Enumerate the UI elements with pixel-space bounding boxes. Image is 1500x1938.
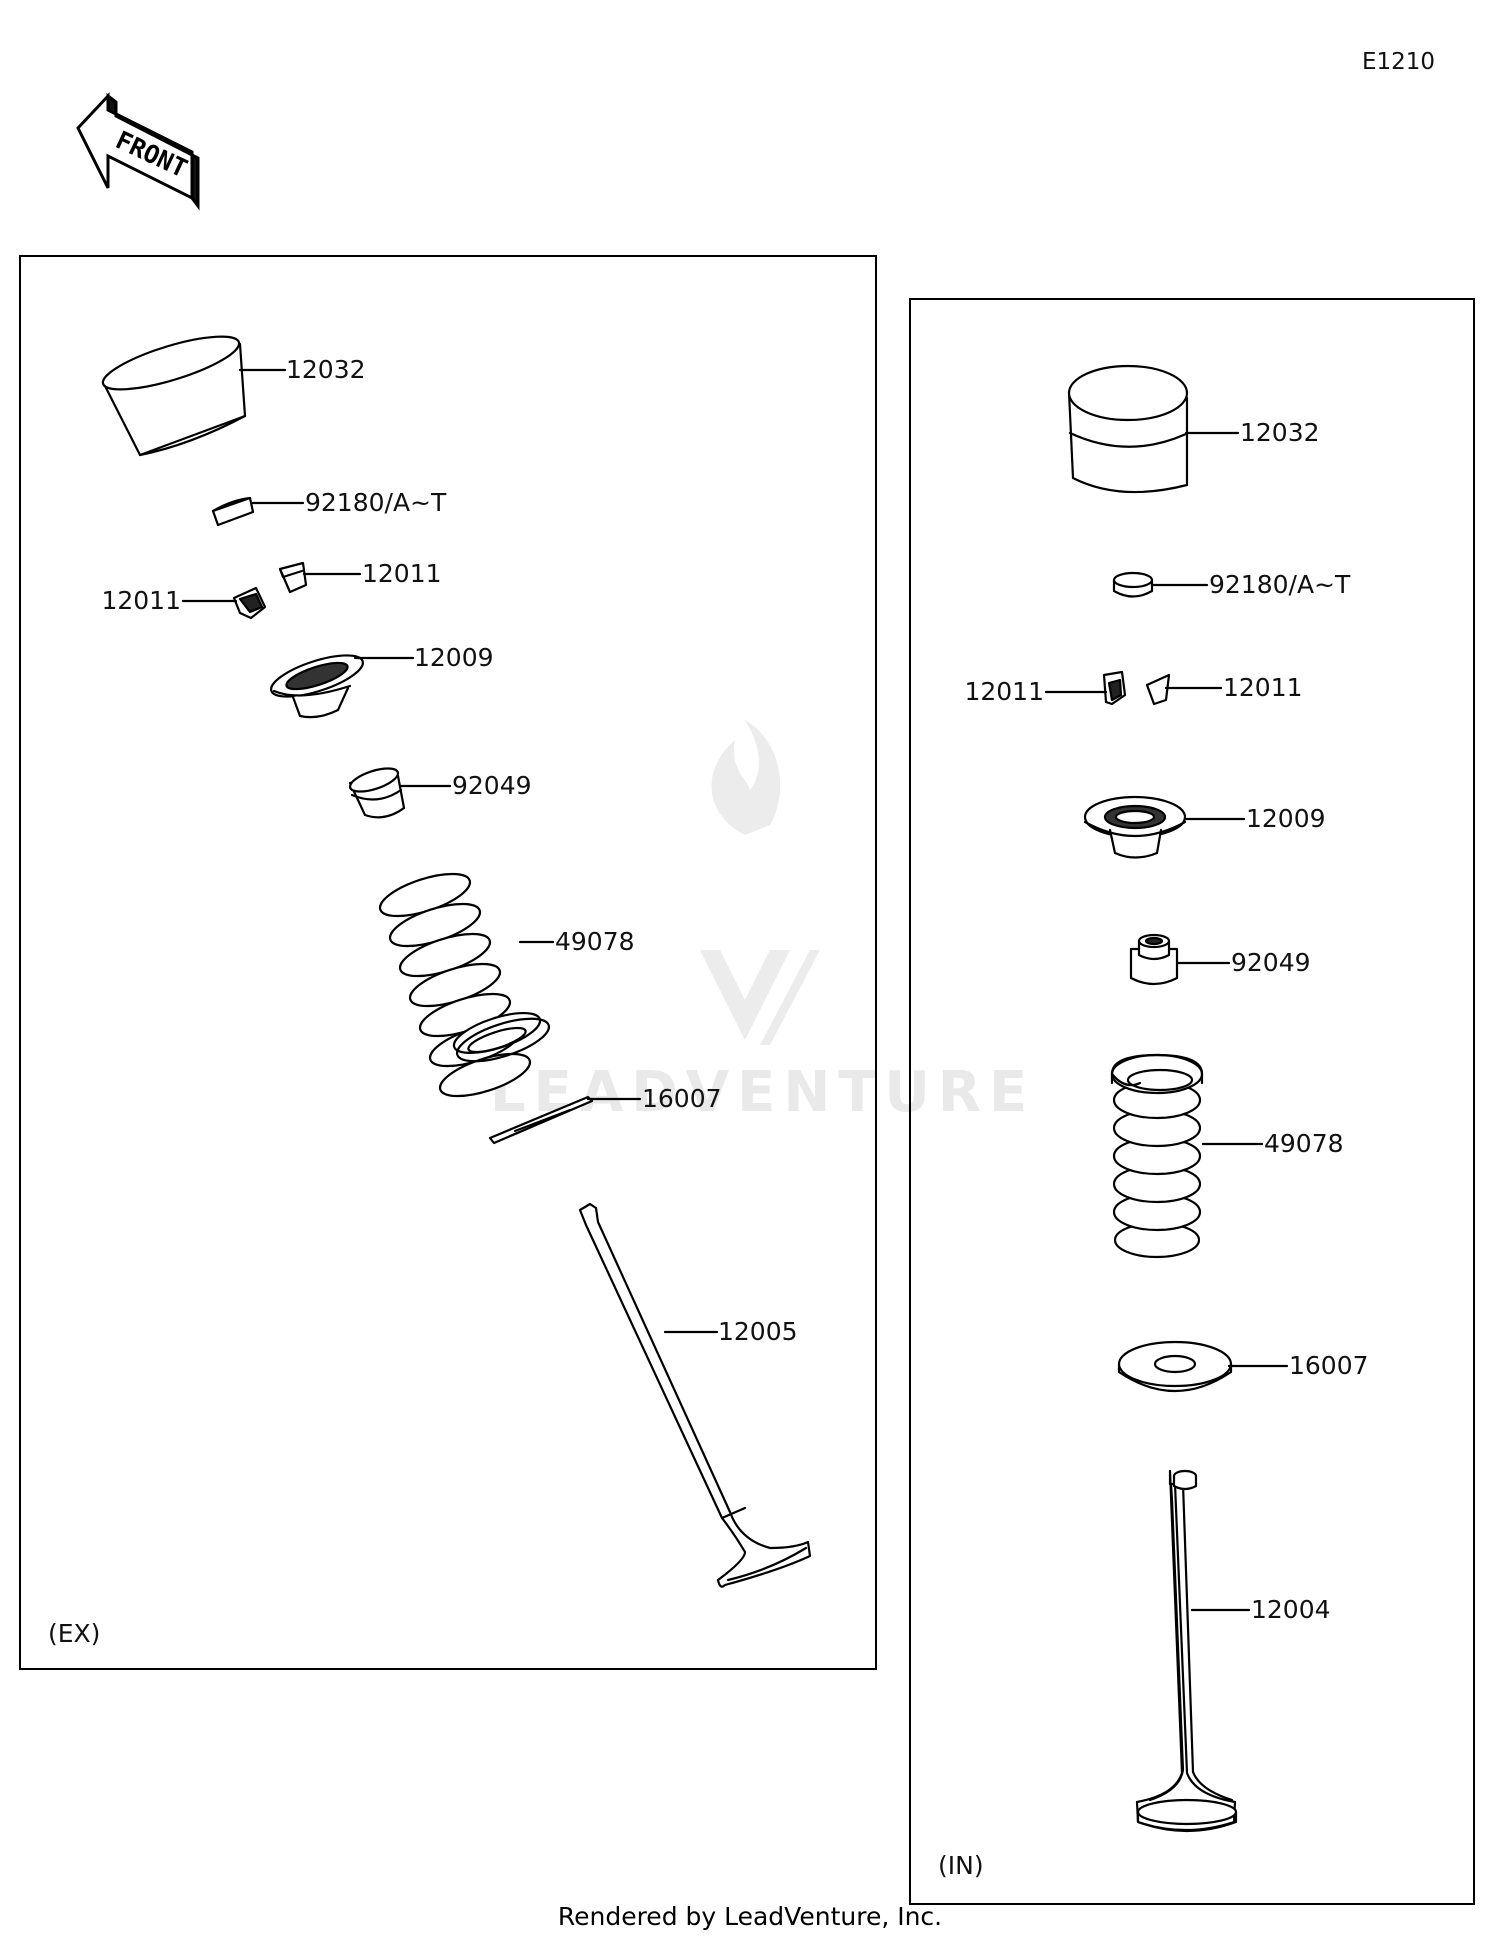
ex-shim-icon — [211, 496, 255, 527]
in-part-label-valve: 12004 — [1251, 1595, 1331, 1624]
ex-retainer-icon — [270, 654, 364, 719]
watermark-text: LEADVENTURE — [490, 1060, 1036, 1125]
ex-spring-seat-icon — [488, 1095, 594, 1145]
in-spring-seat-icon — [1117, 1340, 1233, 1393]
ex-part-label-spring: 49078 — [555, 927, 635, 956]
in-part-label-stem-seal: 92049 — [1231, 948, 1311, 977]
in-spring-icon — [1110, 1053, 1204, 1259]
in-valve-icon — [1135, 1469, 1238, 1833]
ex-stem-seal-icon — [348, 767, 406, 819]
panel-in-label: (IN) — [938, 1851, 984, 1880]
ex-part-label-shim: 92180/A~T — [305, 488, 447, 517]
ex-part-label-valve: 12005 — [718, 1317, 798, 1346]
panel-ex-frame — [19, 255, 877, 1670]
diagram-code: E1210 — [1362, 49, 1436, 75]
ex-part-label-spring-seat: 16007 — [642, 1084, 722, 1113]
footer-credit: Rendered by LeadVenture, Inc. — [557, 1902, 943, 1931]
watermark-logo-icon — [700, 720, 820, 1045]
ex-part-label-cotter-left: 12011 — [101, 586, 181, 615]
in-cotter-right-icon — [1145, 673, 1171, 706]
ex-part-label-stem-seal: 92049 — [452, 771, 532, 800]
in-part-label-shim: 92180/A~T — [1209, 570, 1351, 599]
in-tappet-icon — [1067, 364, 1189, 494]
in-cotter-left-icon — [1102, 670, 1127, 706]
ex-valve-icon — [578, 1202, 812, 1588]
in-retainer-icon — [1083, 795, 1187, 859]
in-stem-seal-icon — [1129, 933, 1179, 986]
ex-spring-icon — [378, 872, 551, 1098]
in-part-label-retainer: 12009 — [1246, 804, 1326, 833]
in-part-label-tappet: 12032 — [1240, 418, 1320, 447]
in-part-label-cotter-left: 12011 — [964, 677, 1044, 706]
in-part-label-spring: 49078 — [1264, 1129, 1344, 1158]
in-part-label-cotter-right: 12011 — [1223, 673, 1303, 702]
ex-part-label-cotter-right: 12011 — [362, 559, 442, 588]
front-arrow-icon — [76, 92, 200, 211]
ex-cotter-left-icon — [232, 586, 267, 620]
in-part-label-spring-seat: 16007 — [1289, 1351, 1369, 1380]
ex-tappet-icon — [101, 335, 247, 457]
panel-ex-label: (EX) — [48, 1619, 101, 1648]
in-shim-icon — [1112, 571, 1154, 598]
ex-part-label-tappet: 12032 — [286, 355, 366, 384]
ex-cotter-right-icon — [278, 561, 308, 594]
ex-part-label-retainer: 12009 — [414, 643, 494, 672]
panel-in-frame — [909, 298, 1475, 1905]
